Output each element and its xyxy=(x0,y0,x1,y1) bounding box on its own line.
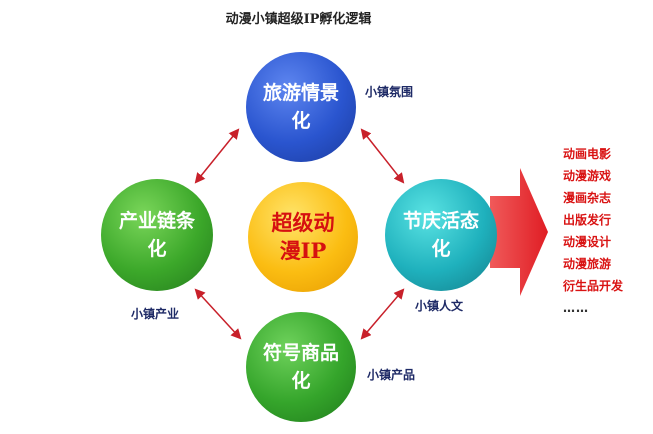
label-town-industry: 小镇产业 xyxy=(131,307,180,321)
output-item: 出版发行 xyxy=(563,213,612,227)
label-town-products: 小镇产品 xyxy=(367,368,416,382)
output-big-arrow xyxy=(490,168,548,296)
output-list: 动画电影 动漫游戏 漫画杂志 出版发行 动漫设计 动漫旅游 衍生品开发 …… xyxy=(563,143,623,319)
output-item: 衍生品开发 xyxy=(563,279,624,293)
arrow-right-bottom xyxy=(360,288,405,340)
node-symbol-commodity: 符号商品化 xyxy=(246,312,356,422)
node-symbol-commodity-label: 符号商品化 xyxy=(262,342,339,392)
output-item-ellipsis: …… xyxy=(563,301,589,315)
diagram-title: 动漫小镇超级IP孵化逻辑 xyxy=(225,12,372,27)
node-festival-living-label: 节庆活态化 xyxy=(402,210,479,260)
node-festival-living: 节庆活态化 xyxy=(385,179,497,291)
arrow-left-bottom xyxy=(194,288,242,340)
node-super-anime-ip-label: 超级动漫IP xyxy=(271,210,335,263)
arrow-top-right xyxy=(360,128,405,184)
output-item: 动画电影 xyxy=(563,147,612,161)
output-item: 漫画杂志 xyxy=(563,191,612,205)
node-tourism-scene-label: 旅游情景化 xyxy=(262,82,339,132)
label-town-atmosphere: 小镇氛围 xyxy=(365,85,414,99)
arrow-top-left xyxy=(194,128,240,184)
node-industry-chain: 产业链条化 xyxy=(101,179,213,291)
output-item: 动漫游戏 xyxy=(563,169,612,183)
output-item: 动漫设计 xyxy=(563,235,612,249)
node-tourism-scene: 旅游情景化 xyxy=(246,52,356,162)
node-industry-chain-label: 产业链条化 xyxy=(118,210,195,260)
label-town-culture: 小镇人文 xyxy=(415,299,464,313)
node-super-anime-ip: 超级动漫IP xyxy=(248,182,358,292)
output-item: 动漫旅游 xyxy=(563,257,612,271)
